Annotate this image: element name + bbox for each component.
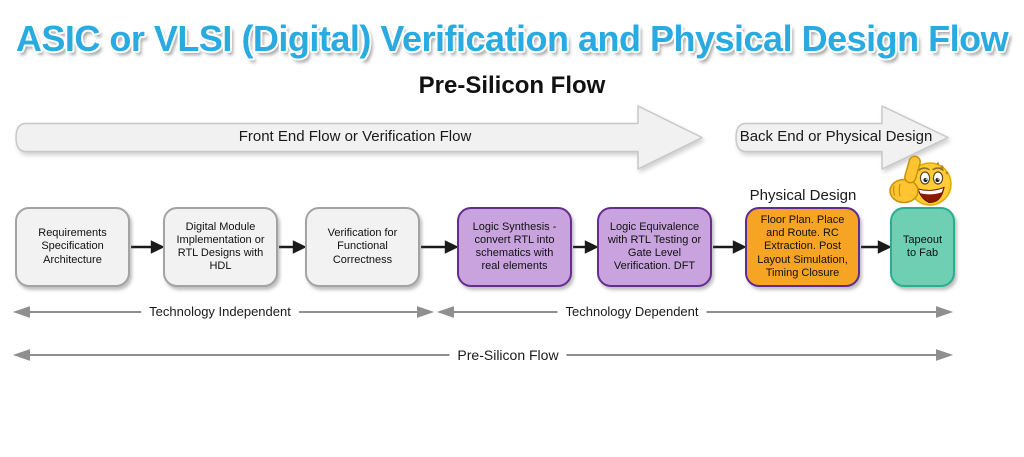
flow-box-verification: Verification for Functional Correctness — [305, 207, 420, 287]
flow-box-label: Logic Equivalence with RTL Testing or Ga… — [607, 220, 702, 273]
flow-box-logic-synthesis: Logic Synthesis - convert RTL into schem… — [457, 207, 572, 287]
front-end-banner-label: Front End Flow or Verification Flow — [238, 128, 472, 145]
back-end-banner-arrow — [735, 105, 949, 170]
pre-silicon-flow-span-label: Pre-Silicon Flow — [449, 347, 567, 363]
flow-box-label: Digital Module Implementation or RTL Des… — [176, 220, 265, 273]
flow-box-rtl-design: Digital Module Implementation or RTL Des… — [163, 207, 278, 287]
box-connector-arrows — [131, 240, 892, 254]
flow-box-label: Tapeout to Fab — [902, 233, 943, 259]
flow-box-label: Verification for Functional Correctness — [327, 227, 398, 266]
flow-box-label: Floor Plan. Place and Route. RC Extracti… — [757, 214, 848, 279]
page-title: ASIC or VLSI (Digital) Verification and … — [15, 18, 1009, 59]
technology-dependent-label: Technology Dependent — [557, 304, 707, 319]
technology-independent-label: Technology Independent — [141, 304, 299, 319]
physical-design-label: Physical Design — [749, 187, 857, 204]
pre-silicon-heading: Pre-Silicon Flow — [418, 72, 606, 99]
flow-box-label: Requirements Specification Architecture — [38, 227, 107, 266]
flow-box-requirements: Requirements Specification Architecture — [15, 207, 130, 287]
flow-box-physical-design: Floor Plan. Place and Route. RC Extracti… — [745, 207, 860, 287]
flow-box-tapeout: Tapeout to Fab — [890, 207, 955, 287]
flow-box-label: Logic Synthesis - convert RTL into schem… — [472, 220, 557, 273]
flow-box-logic-equivalence: Logic Equivalence with RTL Testing or Ga… — [597, 207, 712, 287]
thumbs-up-emoji — [884, 154, 956, 210]
back-end-banner-label: Back End or Physical Design — [739, 128, 933, 145]
front-end-banner-arrow — [15, 105, 703, 170]
